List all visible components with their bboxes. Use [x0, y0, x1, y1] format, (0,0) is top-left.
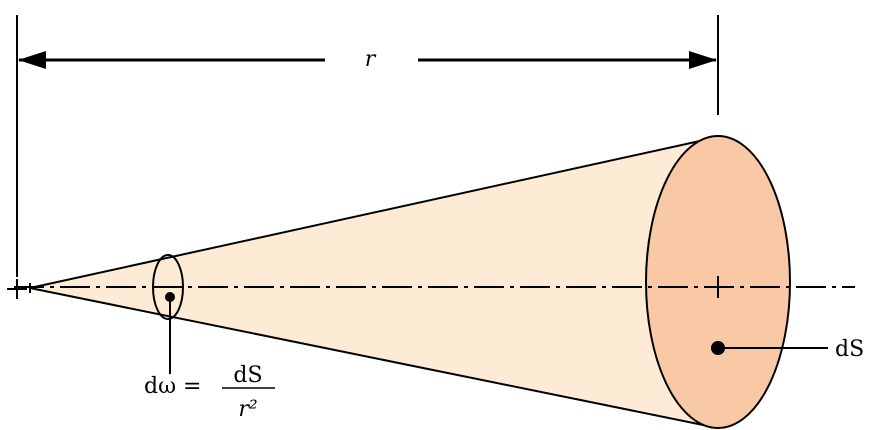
apex-cross-marker — [7, 279, 27, 299]
cone-top-edge — [29, 136, 719, 289]
center-cross-marker — [707, 276, 729, 298]
surface-label-dS: dS — [835, 337, 864, 362]
solid-angle-denominator: r² — [238, 397, 257, 422]
cone-bottom-edge — [29, 287, 719, 429]
distance-label-r: r — [365, 47, 377, 72]
solid-angle-numerator: dS — [233, 363, 262, 388]
cone-body — [30, 137, 718, 428]
solid-angle-lhs: dω = — [144, 374, 201, 399]
